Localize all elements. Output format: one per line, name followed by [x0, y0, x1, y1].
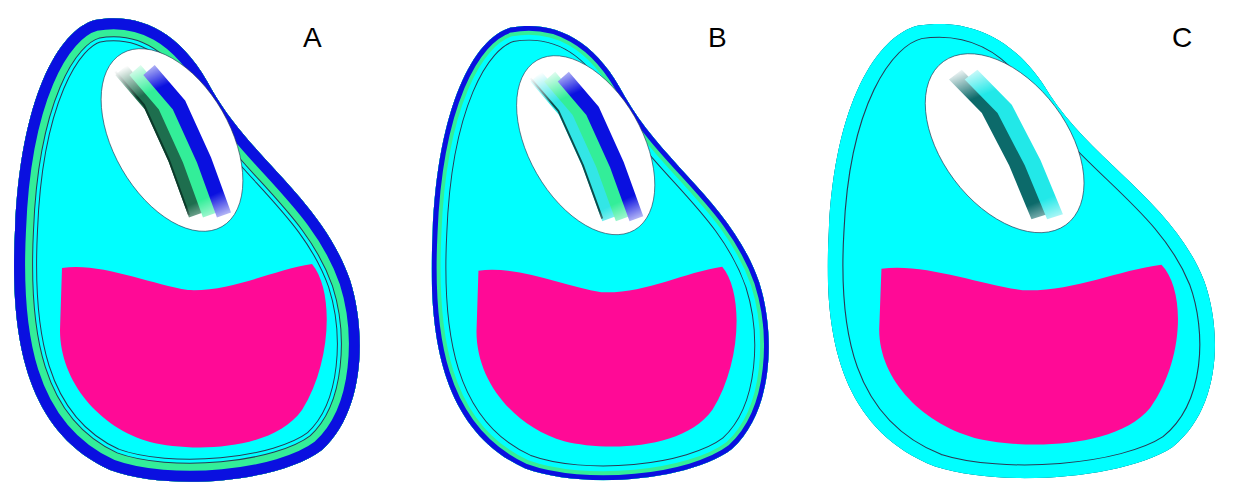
section-b — [432, 26, 769, 480]
panel-letter: C — [1172, 24, 1192, 52]
section-a — [14, 18, 360, 481]
section-c — [828, 24, 1215, 478]
panel-letter: B — [708, 24, 727, 52]
panel-letter: A — [303, 24, 322, 52]
